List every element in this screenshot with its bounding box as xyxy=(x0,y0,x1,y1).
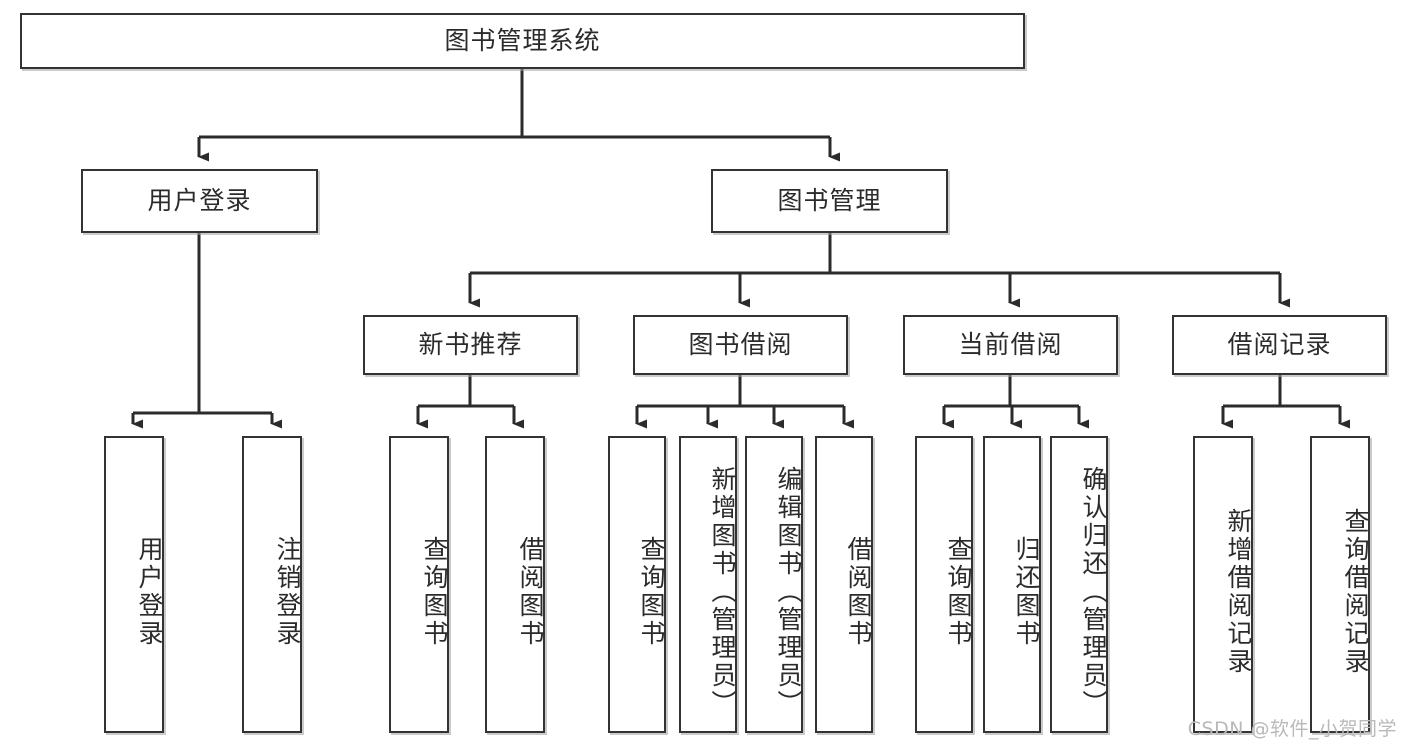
node-borrow-record-label: 借阅记录 xyxy=(1227,330,1332,360)
node-leaf-query-book-bor[interactable]: 查询图书 xyxy=(608,436,666,733)
node-leaf-edit-book-label: 编辑图书（管理员） xyxy=(774,465,803,718)
node-leaf-add-record[interactable]: 新增借阅记录 xyxy=(1193,436,1253,733)
node-user-login[interactable]: 用户登录 xyxy=(81,169,318,233)
node-leaf-query-book-rec[interactable]: 查询图书 xyxy=(389,436,449,733)
node-leaf-confirm-return[interactable]: 确认归还（管理员） xyxy=(1050,436,1108,733)
node-leaf-edit-book[interactable]: 编辑图书（管理员） xyxy=(745,436,803,733)
csdn-watermark: CSDN @软件_小贺同学 xyxy=(1187,718,1397,740)
node-book-borrow-label: 图书借阅 xyxy=(688,330,793,360)
node-current-borrow-label: 当前借阅 xyxy=(958,330,1063,360)
node-leaf-borrow-book-rec[interactable]: 借阅图书 xyxy=(485,436,545,733)
node-book-manage-label: 图书管理 xyxy=(777,186,882,216)
node-leaf-logout-label: 注销登录 xyxy=(273,535,302,648)
node-leaf-query-book-bor-label: 查询图书 xyxy=(637,535,666,648)
node-leaf-borrow-book-bor[interactable]: 借阅图书 xyxy=(815,436,873,733)
node-leaf-query-book-rec-label: 查询图书 xyxy=(420,535,449,648)
node-leaf-user-login[interactable]: 用户登录 xyxy=(104,436,164,733)
node-leaf-add-book-label: 新增图书（管理员） xyxy=(708,465,737,718)
node-leaf-query-record[interactable]: 查询借阅记录 xyxy=(1310,436,1370,733)
node-leaf-user-login-label: 用户登录 xyxy=(135,535,164,648)
node-current-borrow[interactable]: 当前借阅 xyxy=(903,315,1118,375)
node-root-label: 图书管理系统 xyxy=(444,26,601,56)
node-borrow-record[interactable]: 借阅记录 xyxy=(1172,315,1387,375)
node-leaf-query-book-cur-label: 查询图书 xyxy=(944,535,973,648)
node-leaf-query-record-label: 查询借阅记录 xyxy=(1341,507,1370,676)
node-root[interactable]: 图书管理系统 xyxy=(20,13,1025,69)
node-leaf-add-record-label: 新增借阅记录 xyxy=(1224,507,1253,676)
node-leaf-logout[interactable]: 注销登录 xyxy=(242,436,302,733)
node-leaf-query-book-cur[interactable]: 查询图书 xyxy=(915,436,973,733)
node-book-borrow[interactable]: 图书借阅 xyxy=(633,315,848,375)
node-leaf-return-book-label: 归还图书 xyxy=(1012,535,1041,648)
node-new-book-rec[interactable]: 新书推荐 xyxy=(363,315,578,375)
node-leaf-confirm-return-label: 确认归还（管理员） xyxy=(1079,465,1108,718)
node-user-login-label: 用户登录 xyxy=(147,186,252,216)
node-leaf-add-book[interactable]: 新增图书（管理员） xyxy=(679,436,737,733)
node-leaf-return-book[interactable]: 归还图书 xyxy=(983,436,1041,733)
node-leaf-borrow-book-rec-label: 借阅图书 xyxy=(516,535,545,648)
node-book-manage[interactable]: 图书管理 xyxy=(711,169,948,233)
node-new-book-rec-label: 新书推荐 xyxy=(418,330,523,360)
node-leaf-borrow-book-bor-label: 借阅图书 xyxy=(844,535,873,648)
